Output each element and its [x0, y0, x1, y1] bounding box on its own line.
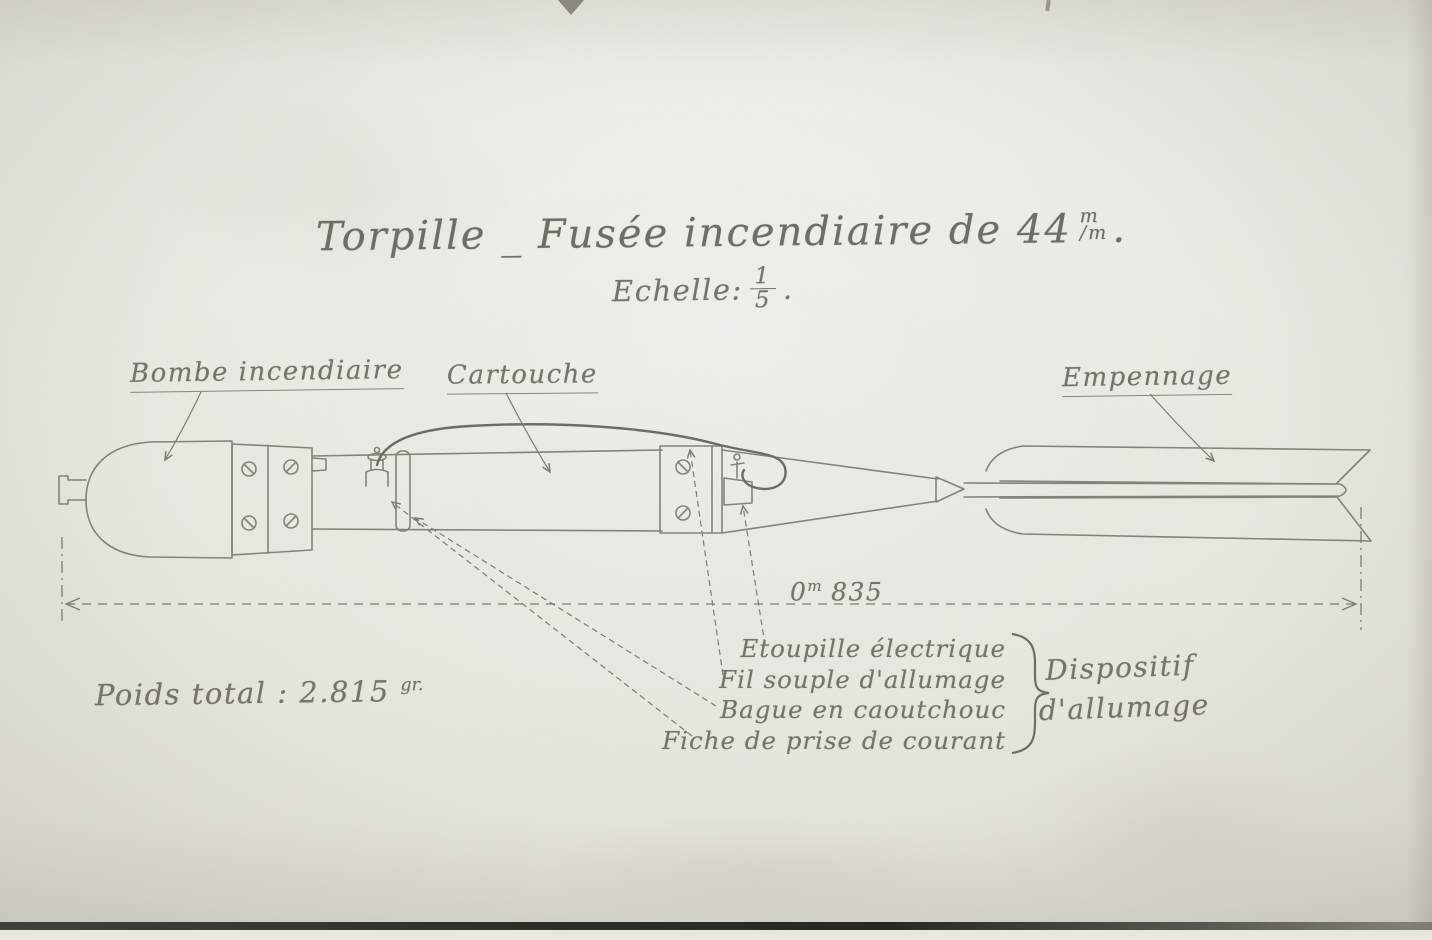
- ignition-group-line1: Dispositif: [1044, 648, 1196, 687]
- total-weight-note: Poids total : 2.815 gr.: [94, 674, 424, 713]
- dimension-value: 0: [790, 577, 808, 607]
- bomb-nose: [85, 440, 233, 559]
- leader-cartouche: [505, 392, 550, 472]
- upper-fin: [985, 445, 1371, 485]
- scale-note: Echelle: 1 5 .: [611, 263, 794, 315]
- power-plug: [365, 446, 389, 487]
- rubber-ring: [395, 450, 411, 532]
- weight-text: Poids total : 2.815: [94, 674, 391, 713]
- ignition-wire: [375, 423, 787, 491]
- collar-rear: [659, 445, 723, 534]
- ignition-group-line2: d'allumage: [1038, 688, 1211, 728]
- title-mm-unit: m /m: [1079, 205, 1109, 245]
- ignition-parts-list: Etoupille électrique Fil souple d'alluma…: [556, 634, 1006, 756]
- scale-denominator: 5: [749, 287, 777, 313]
- paper-tear-notch: [558, 0, 584, 15]
- scan-bottom-edge: [0, 922, 1432, 930]
- label-fil-souple: Fil souple d'allumage: [719, 664, 1006, 694]
- weight-unit: gr.: [400, 675, 424, 696]
- collar-front: [231, 443, 327, 556]
- scale-fraction: 1 5: [749, 263, 777, 313]
- title-period: .: [1111, 205, 1128, 252]
- lower-fin: [985, 496, 1372, 542]
- leader-bombe: [165, 391, 202, 460]
- drawing-title: Torpille _ Fusée incendiaire de 44 m /m …: [315, 205, 1128, 261]
- torpedo-body: [58, 423, 1372, 559]
- dimension-line: [61, 507, 1362, 630]
- title-mm-bottom: /m: [1079, 221, 1109, 245]
- tail-cone: [721, 449, 965, 534]
- dimension-label: 0m 835: [790, 577, 883, 606]
- scale-period: .: [782, 271, 794, 306]
- electric-primer: [723, 453, 753, 506]
- leader-empennage: [1149, 393, 1214, 461]
- label-fiche: Fiche de prise de courant: [662, 725, 1006, 755]
- scale-label: Echelle:: [611, 271, 743, 308]
- scale-numerator: 1: [754, 263, 771, 290]
- dimension-unit: m: [807, 577, 822, 595]
- title-text: Torpille _ Fusée incendiaire de 44: [315, 206, 1073, 261]
- leader-fiche: [392, 502, 693, 737]
- leader-lines: [165, 391, 1214, 737]
- leader-bague: [415, 518, 717, 707]
- label-etoupille: Etoupille électrique: [740, 634, 1006, 663]
- label-bague: Bague en caoutchouc: [720, 695, 1006, 724]
- ignition-group-label: Dispositif d'allumage: [1038, 645, 1211, 731]
- label-bombe-incendiaire: Bombe incendiaire: [129, 355, 404, 393]
- leader-fil-souple: [690, 450, 724, 676]
- dimension-rest: 835: [821, 577, 884, 607]
- leader-etoupille: [743, 506, 766, 646]
- ignition-brace: [1011, 632, 1050, 755]
- label-empennage: Empennage: [1061, 360, 1233, 398]
- label-cartouche: Cartouche: [446, 359, 599, 395]
- nose-plug: [58, 475, 87, 505]
